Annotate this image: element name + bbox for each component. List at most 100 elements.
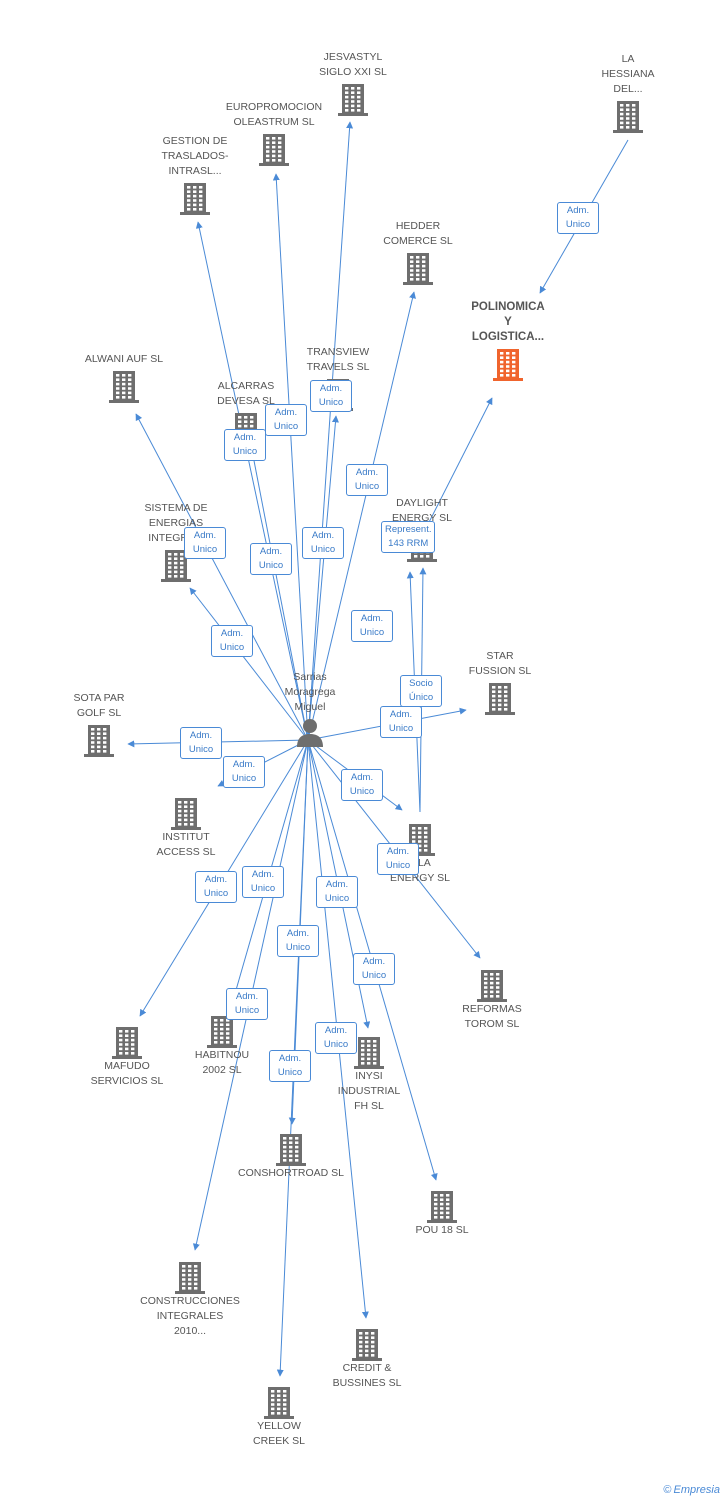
relation-badge-yellow[interactable]: Adm. Unico <box>269 1050 311 1082</box>
relation-badge-alwani[interactable]: Adm. Unico <box>211 625 253 657</box>
company-node-star-fussion[interactable]: STAR FUSSION SL <box>440 649 560 715</box>
company-node-gestion-traslados[interactable]: GESTION DE TRASLADOS- INTRASL... <box>135 134 255 215</box>
building-icon <box>352 1329 382 1361</box>
relation-badge-credit[interactable]: Adm. Unico <box>315 1022 357 1054</box>
building-icon <box>259 134 289 166</box>
company-node-polinomica[interactable]: POLINOMICA Y LOGISTICA... <box>448 300 568 381</box>
company-node-construcciones[interactable]: CONSTRUCCIONES INTEGRALES 2010... <box>130 1258 250 1339</box>
edge-hedder <box>307 291 416 741</box>
company-label: JESVASTYL SIGLO XXI SL <box>319 51 387 78</box>
building-icon <box>207 1016 237 1048</box>
relation-badge-mafudo[interactable]: Adm. Unico <box>195 871 237 903</box>
building-icon <box>112 1027 142 1059</box>
relation-badge-star[interactable]: Adm. Unico <box>380 706 422 738</box>
company-label: HABITNOU 2002 SL <box>194 1049 250 1076</box>
relation-badge-socio[interactable]: Socio Único <box>400 675 442 707</box>
relation-badge-gestion[interactable]: Adm. Unico <box>224 429 266 461</box>
relation-badge-daylight[interactable]: Represent. 143 RRM <box>381 521 436 553</box>
building-icon <box>477 970 507 1002</box>
company-label: MAFUDO SERVICIOS SL <box>90 1060 164 1087</box>
company-label: POU 18 SL <box>415 1224 469 1236</box>
company-label: POLINOMICA Y LOGISTICA... <box>471 301 545 343</box>
company-node-sistema[interactable]: SISTEMA DE ENERGIAS INTEGRA... <box>116 501 236 582</box>
copyright-icon: © <box>663 1484 672 1496</box>
relation-badge-hedder[interactable]: Adm. Unico <box>346 464 388 496</box>
relation-badge-europromocion[interactable]: Adm. Unico <box>250 543 292 575</box>
building-icon <box>180 183 210 215</box>
brand-name: Empresia <box>673 1484 720 1496</box>
company-label: SISTEMA DE ENERGIAS INTEGRA... <box>144 502 208 544</box>
building-icon <box>613 101 643 133</box>
building-icon <box>493 349 523 381</box>
building-icon <box>161 550 191 582</box>
edge-alcarras <box>247 439 309 741</box>
edge-gestion-traslados <box>195 221 309 741</box>
company-node-reformas[interactable]: REFORMAS TOROM SL <box>432 966 552 1032</box>
company-node-sota-par[interactable]: SOTA PAR GOLF SL <box>39 691 159 757</box>
building-icon <box>354 1037 384 1069</box>
company-node-habitnou[interactable]: HABITNOU 2002 SL <box>162 1012 282 1078</box>
building-icon <box>264 1387 294 1419</box>
brand-footer[interactable]: ©Empresia <box>663 1484 720 1496</box>
relation-badge-jesvastyl[interactable]: Adm. Unico <box>302 527 344 559</box>
relation-badge-alcarras[interactable]: Adm. Unico <box>265 404 307 436</box>
company-node-conshortroad[interactable]: CONSHORTROAD SL <box>231 1130 351 1181</box>
person-node[interactable]: Sarrias Moragrega Miguel <box>265 670 355 747</box>
building-icon <box>338 84 368 116</box>
building-icon <box>276 1134 306 1166</box>
company-node-jesvastyl[interactable]: JESVASTYL SIGLO XXI SL <box>293 50 413 116</box>
company-node-pou18[interactable]: POU 18 SL <box>382 1187 502 1238</box>
company-label: LA HESSIANA DEL... <box>601 53 655 95</box>
company-label: TRANSVIEW TRAVELS SL <box>306 346 370 373</box>
building-icon <box>84 725 114 757</box>
relation-badge-tesla[interactable]: Adm. Unico <box>341 769 383 801</box>
building-icon <box>171 798 201 830</box>
company-node-institut[interactable]: INSTITUT ACCESS SL <box>126 794 246 860</box>
company-label: EUROPROMOCION OLEASTRUM SL <box>225 101 323 128</box>
edge-europromocion <box>272 173 309 741</box>
edge-polinomica <box>419 397 493 541</box>
building-icon <box>175 1262 205 1294</box>
company-label: SOTA PAR GOLF SL <box>73 692 125 719</box>
relation-badge-insyi[interactable]: Adm. Unico <box>316 876 358 908</box>
building-icon <box>109 371 139 403</box>
building-icon <box>485 683 515 715</box>
relation-badge-pou[interactable]: Adm. Unico <box>353 953 395 985</box>
relation-badge-hessiana[interactable]: Adm. Unico <box>557 202 599 234</box>
company-label: CONSTRUCCIONES INTEGRALES 2010... <box>140 1295 240 1337</box>
company-node-insyi[interactable]: INYSI INDUSTRIAL FH SL <box>309 1033 429 1114</box>
relation-badge-reformas[interactable]: Adm. Unico <box>377 843 419 875</box>
relation-badge-polinomica[interactable]: Adm. Unico <box>351 610 393 642</box>
relation-badge-institut[interactable]: Adm. Unico <box>223 756 265 788</box>
relation-badge-habitnou[interactable]: Adm. Unico <box>242 866 284 898</box>
edge-transview <box>307 415 339 741</box>
company-label: INYSI INDUSTRIAL FH SL <box>337 1070 401 1112</box>
company-node-mafudo[interactable]: MAFUDO SERVICIOS SL <box>67 1023 187 1089</box>
company-label: REFORMAS TOROM SL <box>462 1003 522 1030</box>
company-label: ALWANI AUF SL <box>84 353 164 365</box>
company-node-yellow[interactable]: YELLOW CREEK SL <box>219 1383 339 1449</box>
building-icon <box>403 253 433 285</box>
company-label: INSTITUT ACCESS SL <box>156 831 216 858</box>
building-icon <box>427 1191 457 1223</box>
relation-badge-sistema[interactable]: Adm. Unico <box>184 527 226 559</box>
company-label: CREDIT & BUSSINES SL <box>332 1362 402 1389</box>
relation-badge-sota[interactable]: Adm. Unico <box>180 727 222 759</box>
relation-badge-transview[interactable]: Adm. Unico <box>310 380 352 412</box>
relation-badge-conshortroad[interactable]: Adm. Unico <box>277 925 319 957</box>
company-label: CONSHORTROAD SL <box>238 1167 344 1179</box>
edge-alwani <box>135 413 309 741</box>
company-label: STAR FUSSION SL <box>468 650 532 677</box>
edge-jesvastyl <box>307 121 354 741</box>
company-node-la-hessiana[interactable]: LA HESSIANA DEL... <box>568 52 688 133</box>
edge-sistema <box>189 587 309 741</box>
company-label: ALCARRAS DEVESA SL <box>217 380 275 407</box>
person-icon <box>297 719 323 747</box>
company-node-alwani[interactable]: ALWANI AUF SL <box>64 352 184 403</box>
company-node-hedder[interactable]: HEDDER COMERCE SL <box>358 219 478 285</box>
company-node-europromocion[interactable]: EUROPROMOCION OLEASTRUM SL <box>214 100 334 166</box>
relation-badge-construcciones[interactable]: Adm. Unico <box>226 988 268 1020</box>
person-label: Sarrias Moragrega Miguel <box>284 671 336 713</box>
company-node-credit[interactable]: CREDIT & BUSSINES SL <box>307 1325 427 1391</box>
